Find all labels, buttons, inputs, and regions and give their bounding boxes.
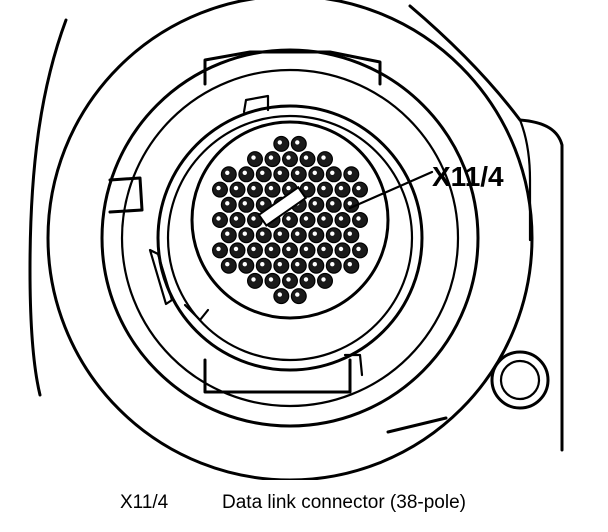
connector-pin-highlight [295,231,300,236]
connector-pin-highlight [330,201,335,206]
connector-pin-highlight [260,201,265,206]
connector-pin-highlight [295,262,300,267]
connector-pin-highlight [330,170,335,175]
connector-pin-highlight [225,170,230,175]
pin-field [212,135,369,305]
connector-pin-highlight [277,231,282,236]
connector-pin-highlight [277,292,282,297]
connector-pin-highlight [330,231,335,236]
connector-pin-highlight [303,185,309,191]
connector-pin-highlight [303,277,309,282]
connector-pin-highlight [233,216,239,221]
lower-edge-line [386,416,448,434]
callout-leader [348,170,434,210]
connector-pin-highlight [321,246,326,252]
connector-pin-highlight [216,185,221,191]
flange-ring [120,68,460,408]
connector-pin-highlight [321,155,326,160]
connector-pin-highlight [225,201,230,206]
connector-pin-highlight [286,246,291,252]
connector-pin-highlight [260,231,265,236]
connector-pin-highlight [338,246,344,252]
connector-pin-highlight [242,201,247,206]
connector-pin-highlight [338,185,344,191]
connector-pin-highlight [251,185,256,191]
connector-pin-highlight [277,140,282,145]
connector-pin-highlight [295,140,300,145]
connector-pin-highlight [321,277,326,282]
connector-pin-highlight [268,185,274,191]
connector-pin-highlight [251,246,256,252]
connector-pin-highlight [356,185,361,191]
connector-pin-highlight [242,231,247,236]
locking-tab-top [203,50,382,86]
connector-pin-highlight [356,246,361,252]
coding-key-bar [257,185,308,227]
connector-pin-highlight [347,170,352,175]
housing-right-inner [518,118,532,242]
connector-pin-highlight [268,155,274,160]
connector-pin-highlight [251,216,256,221]
connector-pin-highlight [260,262,265,267]
connector-pin-highlight [312,170,317,175]
connector-pin-highlight [295,170,300,175]
connector-pin-highlight [268,246,274,252]
connector-pin-highlight [216,246,221,252]
collar-ring [156,104,424,372]
connector-pin-highlight [338,216,344,221]
connector-pin-highlight [233,185,239,191]
connector-pin-highlight [225,262,230,267]
mounting-ring [100,48,480,428]
connector-drawing: X11/4 [28,0,564,480]
connector-pin-highlight [347,262,352,267]
callout-label: X11/4 [432,161,504,192]
connector-pin-highlight [251,277,256,282]
connector-pin-highlight [260,170,265,175]
connector-pin-highlight [347,231,352,236]
connector-pin-highlight [277,170,282,175]
socket-ring [190,120,390,320]
connector-pin-highlight [303,155,309,160]
connector-pin-highlight [251,155,256,160]
connector-pin-highlight [303,246,309,252]
connector-pin-highlight [356,216,361,221]
housing-outline [28,18,68,397]
outer-ring [46,0,534,480]
lower-lug-left [183,303,210,322]
bolt-head-outer [490,350,550,410]
connector-pin-highlight [312,201,317,206]
connector-pin-highlight [321,216,326,221]
bolt-head-inner [499,359,541,401]
figure-legend: X11/4 Data link connector (38-pole) [0,486,608,522]
connector-pin-highlight [277,262,282,267]
collar-inner-ring [166,114,414,362]
lower-lug-right [343,353,364,377]
bottom-notch [203,358,352,394]
left-latch-slot [148,248,174,306]
connector-pin-highlight [330,262,335,267]
legend-key: X11/4 [120,492,169,513]
connector-pin-highlight [286,155,291,160]
connector-pin-highlight [286,185,291,191]
left-latch [108,176,144,214]
connector-pin-highlight [242,170,247,175]
housing-right-outline [408,4,564,452]
connector-pin-highlight [312,231,317,236]
connector-pin-highlight [286,277,291,282]
connector-pin-highlight [303,216,309,221]
connector-pin-highlight [295,292,300,297]
connector-pin-highlight [225,231,230,236]
connector-pin-highlight [321,185,326,191]
connector-pin-highlight [233,246,239,252]
connector-pin-highlight [242,262,247,267]
connector-pin-highlight [347,201,352,206]
connector-pin-highlight [216,216,221,221]
locking-tab-top-inner [242,94,270,114]
connector-pin-highlight [312,262,317,267]
connector-pin-highlight [286,216,291,221]
connector-pin-highlight [268,277,274,282]
legend-description: Data link connector (38-pole) [222,492,466,513]
